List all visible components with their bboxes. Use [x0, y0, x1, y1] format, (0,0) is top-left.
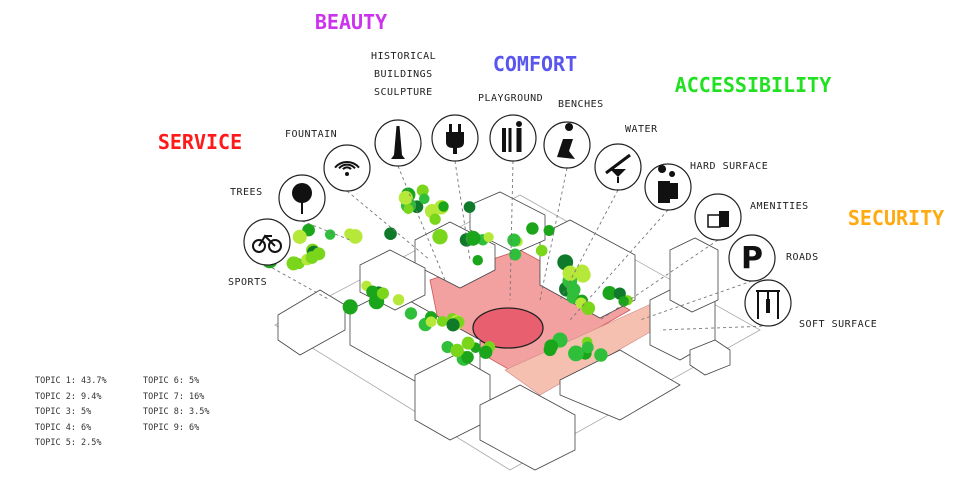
tree [432, 229, 448, 245]
tree [602, 286, 617, 301]
tree [403, 204, 414, 215]
parking-icon: P [728, 234, 776, 282]
tree [292, 229, 307, 244]
leader-lines [266, 160, 769, 331]
no-food-drink-icon [594, 143, 642, 191]
tree [429, 213, 441, 225]
tree [384, 227, 397, 241]
leader-line [569, 209, 669, 321]
label-hard-surface: HARD SURFACE [690, 161, 769, 172]
tree [526, 222, 539, 235]
central-lawn [472, 307, 544, 349]
plug-icon [431, 114, 479, 162]
label-trees: TREES [230, 187, 263, 198]
tree [286, 256, 301, 271]
couple-icon [644, 163, 692, 211]
label-sports: SPORTS [228, 277, 268, 288]
topic-item: TOPIC 9: 6% [143, 422, 200, 433]
topic-item: TOPIC 6: 5% [143, 376, 200, 386]
tree [416, 184, 429, 197]
tree [594, 348, 608, 362]
tree [312, 247, 326, 261]
tree [446, 318, 460, 332]
category-service: SERVICE [157, 130, 243, 154]
gallows-icon [744, 279, 792, 327]
leader-line [639, 280, 753, 321]
tree [461, 350, 474, 364]
tree [348, 229, 363, 244]
tree [581, 301, 596, 315]
topic-item: TOPIC 1: 43.7% [35, 376, 107, 386]
label-buildings: BUILDINGS [374, 69, 433, 80]
label-fountain: FOUNTAIN [285, 129, 338, 140]
family-icon [489, 114, 537, 162]
feature-icons: P [243, 114, 792, 327]
tree [581, 341, 594, 354]
trees [261, 184, 633, 366]
category-security: SECURITY [847, 206, 945, 230]
tree [376, 287, 389, 300]
leader-line [397, 165, 446, 281]
svg-text:P: P [741, 241, 763, 276]
topic-item: TOPIC 7: 16% [143, 391, 205, 402]
obelisk-icon [374, 119, 422, 167]
tree [366, 285, 379, 298]
tree [472, 254, 483, 266]
tree [509, 248, 522, 261]
label-roads: ROADS [786, 252, 819, 263]
buildings [277, 191, 731, 471]
label-benches: BENCHES [558, 99, 604, 110]
leader-line [559, 189, 619, 301]
topic-item: TOPIC 4: 6% [35, 422, 92, 433]
tree [450, 343, 464, 358]
tree [544, 339, 559, 354]
tree [436, 315, 448, 327]
label-playground: PLAYGROUND [478, 93, 544, 104]
tree [398, 190, 413, 205]
category-comfort: COMFORT [492, 52, 578, 76]
tree [324, 229, 336, 240]
tree [618, 296, 629, 307]
category-accessibility: ACCESSIBILITY [674, 73, 832, 97]
tree [419, 193, 430, 205]
label-soft-surface: SOFT SURFACE [799, 319, 878, 330]
leader-line [301, 220, 351, 241]
leader-line [509, 160, 514, 301]
tree [461, 336, 475, 350]
tree [463, 201, 476, 213]
topic-item: TOPIC 3: 5% [35, 407, 92, 417]
tree [479, 345, 493, 359]
topic-item: TOPIC 8: 3.5% [143, 407, 210, 417]
leader-line [539, 167, 568, 301]
tree [543, 224, 555, 236]
topic-item: TOPIC 5: 2.5% [35, 438, 102, 448]
label-amenities: AMENITIES [750, 201, 809, 212]
label-historical: HISTORICAL [371, 51, 437, 62]
leader-line [454, 160, 471, 261]
tree [574, 264, 590, 279]
tree [438, 201, 449, 212]
leader-line [659, 325, 769, 331]
shopping-bags-icon [694, 193, 742, 241]
wifi-icon [323, 144, 371, 192]
seated-person-icon [543, 121, 591, 169]
tree [535, 244, 548, 257]
tree [404, 307, 418, 320]
bicycle-icon [243, 218, 291, 266]
tree [483, 232, 494, 243]
topic-item: TOPIC 2: 9.4% [35, 391, 102, 402]
tree [568, 345, 584, 362]
tree-icon [278, 174, 326, 222]
label-water: WATER [625, 124, 658, 135]
category-beauty: BEAUTY [314, 10, 388, 34]
label-sculpture: SCULPTURE [374, 87, 433, 98]
leader-line [266, 264, 331, 301]
tree [342, 299, 358, 315]
tree [465, 230, 481, 246]
tree [425, 316, 437, 328]
tree [392, 294, 405, 306]
tree [562, 265, 578, 281]
topic-legend: TOPIC 1: 43.7% TOPIC 2: 9.4% TOPIC 3: 5%… [35, 376, 243, 454]
tree [507, 233, 521, 247]
